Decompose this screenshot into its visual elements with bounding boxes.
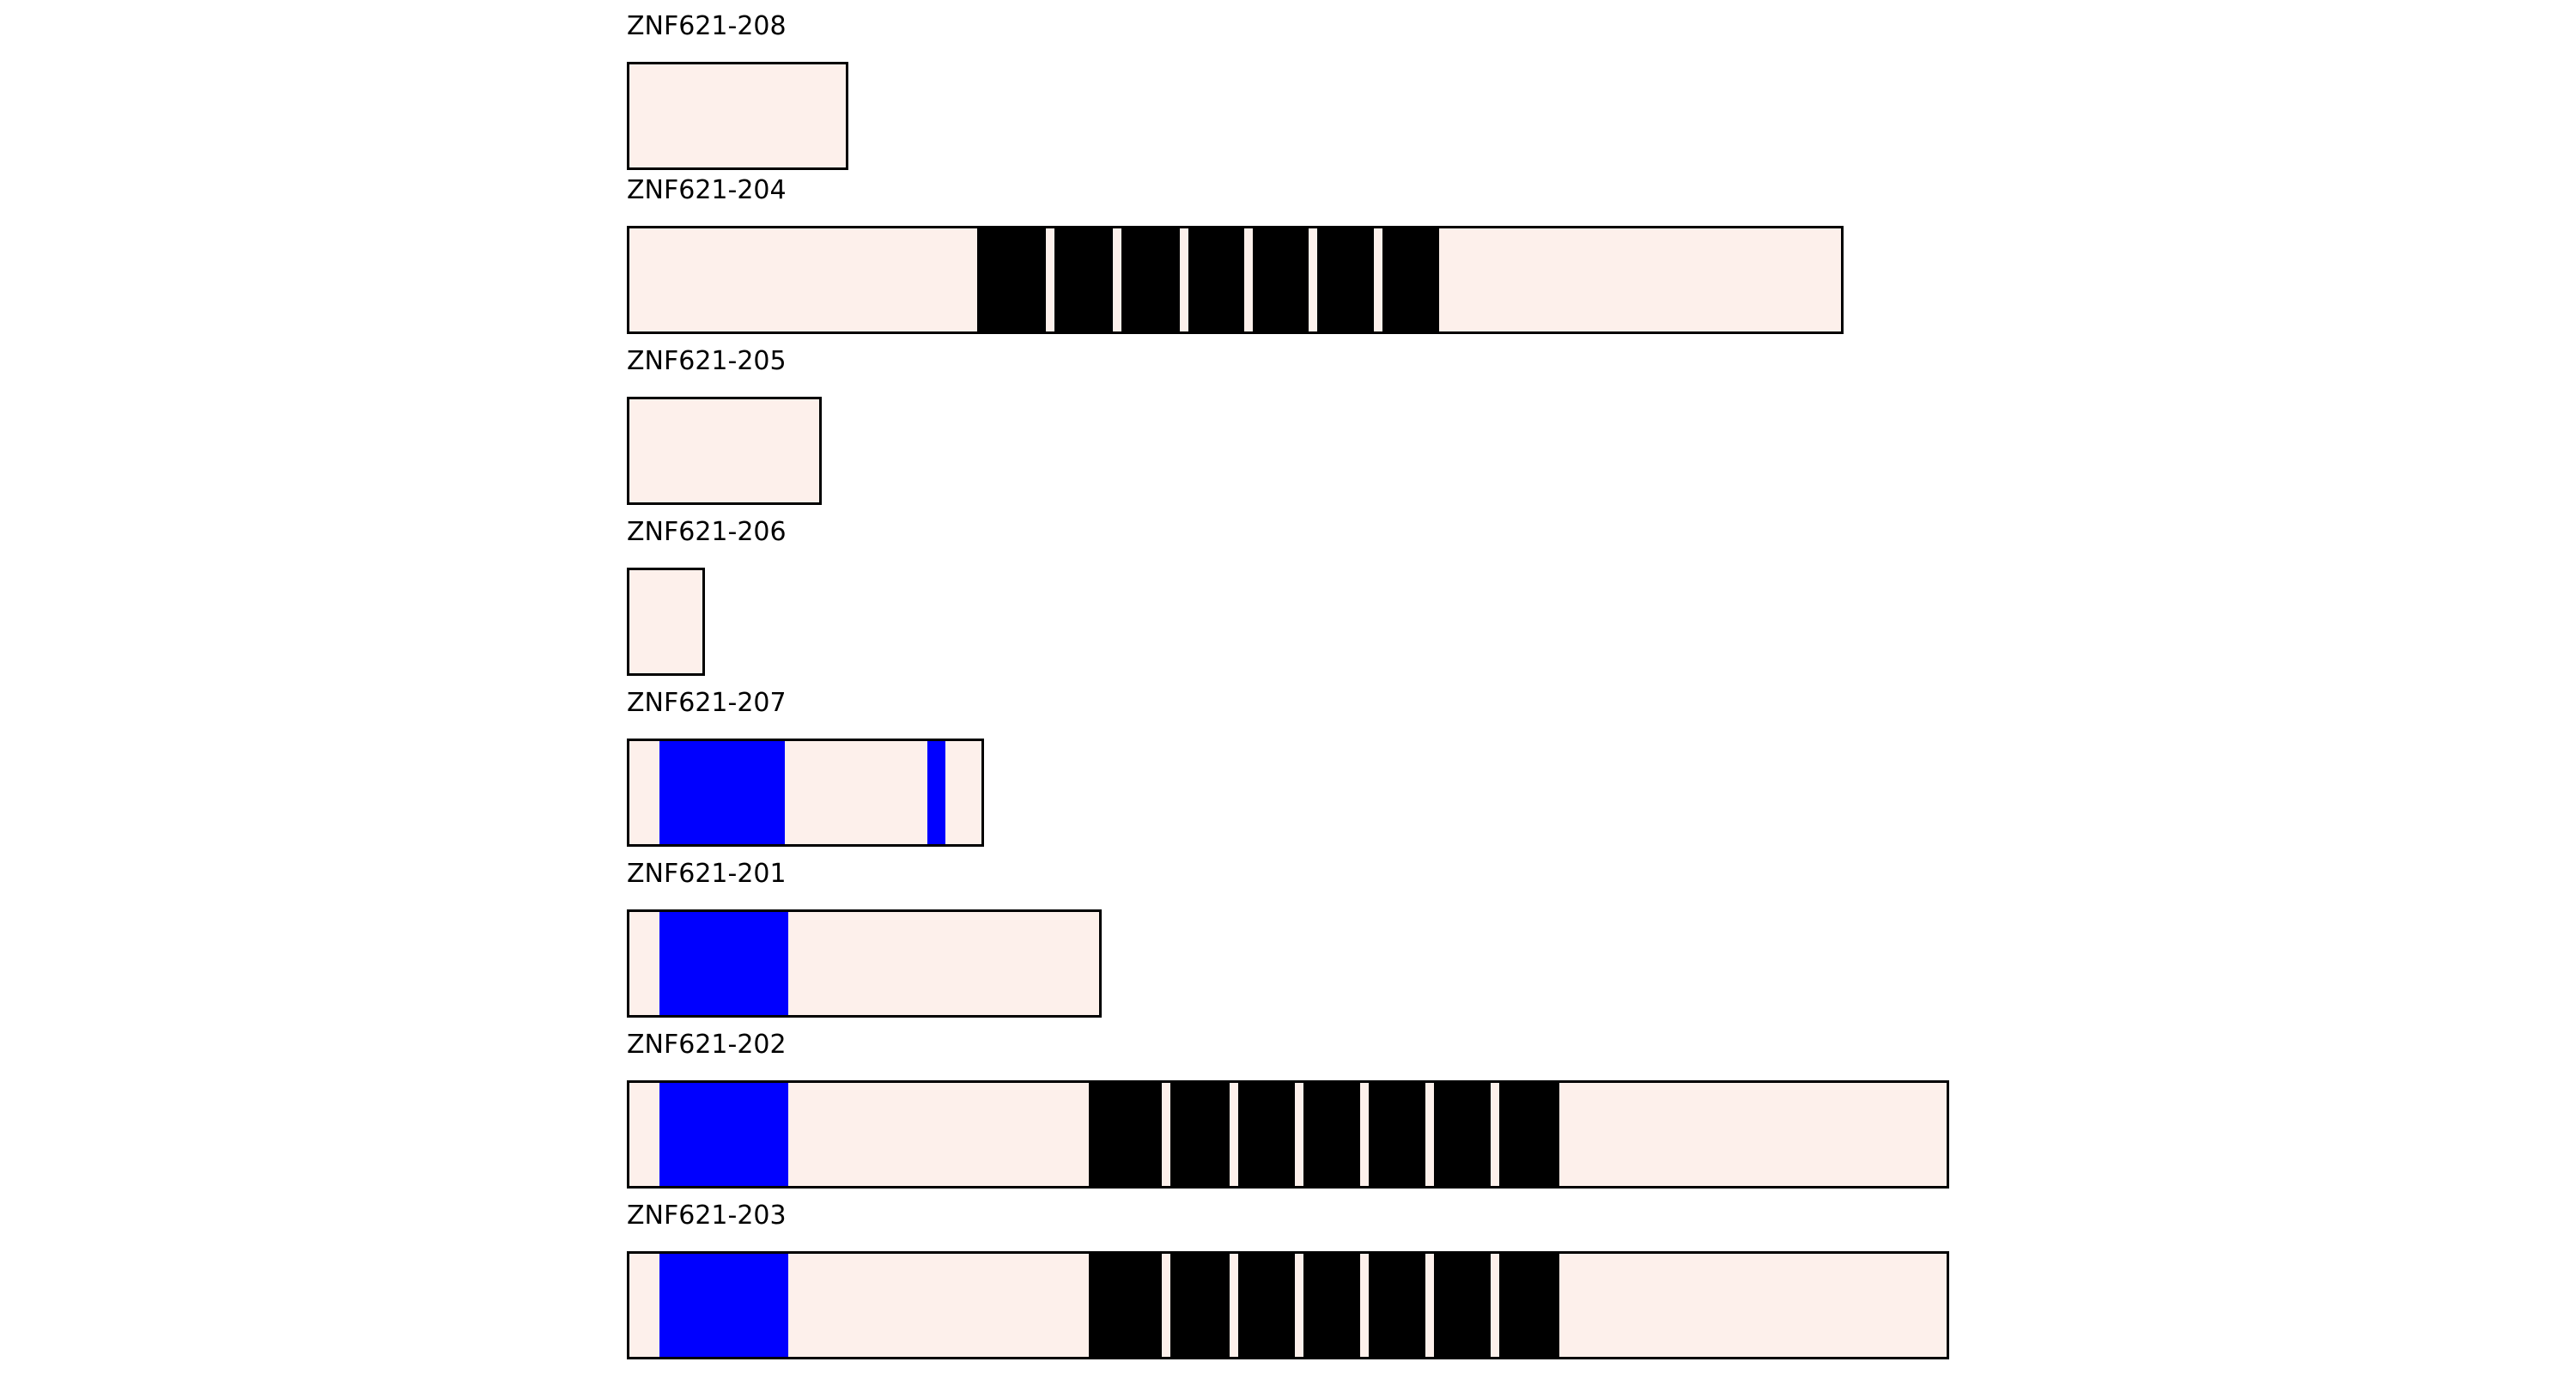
transcript-body[interactable] (627, 739, 984, 847)
exon-segment[interactable] (1170, 1083, 1230, 1186)
transcript-label: ZNF621-206 (627, 517, 787, 547)
transcript-body[interactable] (627, 397, 822, 505)
exon-segment[interactable] (1369, 1254, 1425, 1357)
exon-segment[interactable] (1238, 1083, 1295, 1186)
exon-segment[interactable] (1369, 1083, 1425, 1186)
transcript-body[interactable] (627, 909, 1102, 1018)
cds-segment[interactable] (659, 1254, 788, 1357)
transcript-body[interactable] (627, 568, 705, 676)
transcript-label: ZNF621-207 (627, 688, 787, 718)
transcript-body[interactable] (627, 62, 848, 170)
transcript-label: ZNF621-205 (627, 346, 787, 376)
exon-segment[interactable] (1089, 1083, 1162, 1186)
transcript-body[interactable] (627, 1251, 1949, 1359)
exon-segment[interactable] (1382, 228, 1439, 331)
exon-segment[interactable] (1170, 1254, 1230, 1357)
exon-segment[interactable] (977, 228, 1046, 331)
transcript-label: ZNF621-202 (627, 1030, 787, 1060)
cds-segment[interactable] (927, 741, 945, 844)
exon-segment[interactable] (1434, 1083, 1491, 1186)
cds-segment[interactable] (659, 1083, 788, 1186)
exon-segment[interactable] (1499, 1083, 1559, 1186)
transcript-body[interactable] (627, 1080, 1949, 1189)
exon-segment[interactable] (1089, 1254, 1162, 1357)
transcript-label: ZNF621-201 (627, 859, 787, 889)
exon-segment[interactable] (1499, 1254, 1559, 1357)
cds-segment[interactable] (659, 912, 788, 1015)
exon-segment[interactable] (1238, 1254, 1295, 1357)
exon-segment[interactable] (1054, 228, 1113, 331)
cds-segment[interactable] (659, 741, 785, 844)
transcript-label: ZNF621-203 (627, 1201, 787, 1231)
exon-segment[interactable] (1317, 228, 1374, 331)
transcript-label: ZNF621-208 (627, 11, 787, 41)
exon-segment[interactable] (1303, 1083, 1360, 1186)
exon-segment[interactable] (1303, 1254, 1360, 1357)
transcript-label: ZNF621-204 (627, 175, 787, 205)
exon-segment[interactable] (1188, 228, 1244, 331)
exon-segment[interactable] (1121, 228, 1180, 331)
transcript-body[interactable] (627, 226, 1844, 334)
exon-segment[interactable] (1253, 228, 1309, 331)
exon-segment[interactable] (1434, 1254, 1491, 1357)
